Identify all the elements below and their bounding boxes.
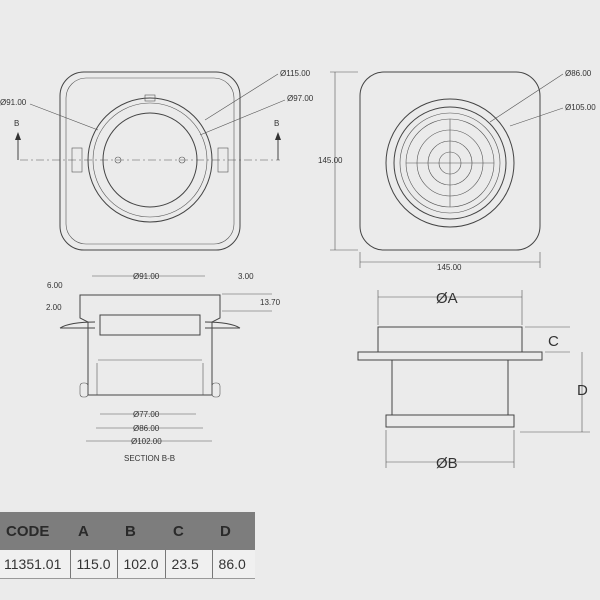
top-view: Ø86.00 Ø105.00 145.00 145.00 xyxy=(318,69,596,272)
label-c: C xyxy=(548,333,559,350)
dim-105: Ø105.00 xyxy=(565,103,596,112)
col-c: C xyxy=(165,512,213,550)
cell-b: 102.0 xyxy=(116,550,166,579)
dim-sec-91: Ø91.00 xyxy=(133,272,160,281)
dimension-table: CODE A B C D 11351.01 115.0 102.0 23.5 8… xyxy=(0,512,256,579)
dim-sec-86: Ø86.00 xyxy=(133,424,160,433)
dim-97: Ø97.00 xyxy=(287,94,314,103)
table-header: CODE A B C D xyxy=(0,512,256,550)
label-b: ØB xyxy=(436,455,458,472)
section-view: Ø91.00 3.00 6.00 2.00 13.70 Ø77.00 Ø86.0… xyxy=(46,272,281,463)
section-mark-right: B xyxy=(274,119,279,128)
dim-sec-6: 6.00 xyxy=(47,281,63,290)
col-a: A xyxy=(70,512,117,550)
section-title: SECTION B-B xyxy=(124,454,175,463)
dim-height-145: 145.00 xyxy=(318,156,343,165)
cell-d: 86.0 xyxy=(211,550,256,579)
dim-width-145: 145.00 xyxy=(437,263,462,272)
dim-115: Ø115.00 xyxy=(280,69,311,78)
label-d: D xyxy=(577,382,588,399)
plan-view: B B Ø115.00 Ø97.00 Ø91.00 xyxy=(0,69,314,251)
label-a: ØA xyxy=(436,290,458,307)
plan-outer-square xyxy=(59,71,241,251)
dim-sec-102: Ø102.00 xyxy=(131,437,162,446)
dim-sec-13-7: 13.70 xyxy=(260,298,281,307)
cell-c: 23.5 xyxy=(164,550,213,579)
col-code: CODE xyxy=(0,512,70,550)
col-d: D xyxy=(212,512,256,550)
table-row: 11351.01 115.0 102.0 23.5 86.0 xyxy=(0,550,256,579)
dim-91: Ø91.00 xyxy=(0,98,27,107)
section-mark-left: B xyxy=(14,119,19,128)
dim-86: Ø86.00 xyxy=(565,69,592,78)
dim-sec-3: 3.00 xyxy=(238,272,254,281)
dim-sec-77: Ø77.00 xyxy=(133,410,160,419)
col-b: B xyxy=(117,512,166,550)
dim-sec-2: 2.00 xyxy=(46,303,62,312)
cell-a: 115.0 xyxy=(69,550,117,579)
cell-code: 11351.01 xyxy=(0,550,70,579)
side-view: ØA ØB C D xyxy=(357,290,590,472)
